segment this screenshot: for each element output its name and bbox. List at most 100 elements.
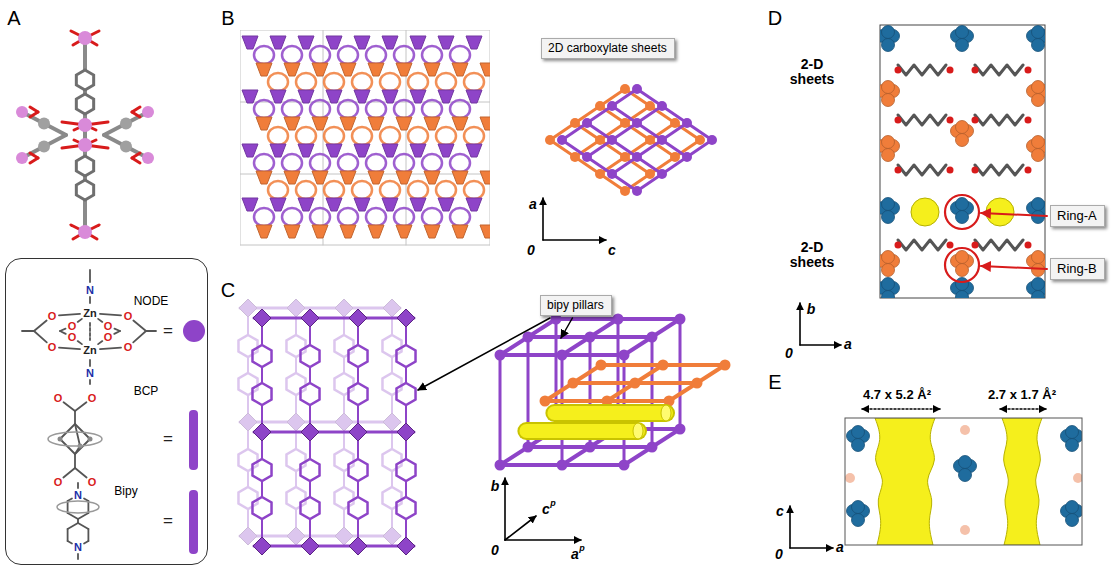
node-polyhedron	[340, 63, 356, 76]
pillar	[343, 357, 345, 373]
channel-cylinder	[526, 424, 638, 438]
zn-sphere	[78, 225, 92, 239]
pillar	[247, 316, 249, 334]
bond	[78, 341, 82, 344]
node-polyhedron	[397, 309, 415, 327]
grid-line	[625, 140, 700, 191]
grid-node	[582, 118, 592, 128]
linker-ring	[310, 46, 330, 64]
linker-ring	[394, 208, 414, 226]
channel-end	[661, 405, 671, 421]
oxygen-atom	[947, 242, 954, 249]
node-polyhedron	[270, 90, 286, 103]
bipy-ring	[286, 373, 305, 395]
ring-atom	[882, 198, 895, 211]
node-polyhedron	[340, 171, 356, 184]
node-polyhedron	[298, 36, 314, 49]
guest-sphere	[911, 198, 939, 226]
panel-letter: C	[221, 279, 235, 301]
node-polyhedron	[256, 171, 272, 184]
linker-ring	[464, 181, 484, 199]
node-polyhedron	[466, 90, 482, 103]
linker-ring	[352, 127, 372, 145]
linker-ring	[450, 154, 470, 172]
bipy-ring	[382, 335, 401, 357]
linker-ring	[268, 73, 288, 91]
bipy-ring	[252, 383, 271, 405]
equals-sign: =	[163, 430, 173, 449]
ring-atom	[956, 251, 969, 264]
bond	[100, 314, 121, 316]
bcp-arm	[104, 112, 148, 135]
legend-label: Bipy	[114, 484, 137, 498]
oxygen-stick	[30, 158, 38, 163]
linker-ring	[296, 181, 316, 199]
ring-atom	[1032, 149, 1045, 162]
node-polyhedron	[396, 171, 412, 184]
bipy-ring	[382, 487, 401, 509]
topology-node	[630, 378, 641, 389]
node-polyhedron	[301, 309, 319, 327]
pore-dimension: 4.7 x 5.2 Å²	[863, 388, 931, 402]
topology-node	[523, 332, 534, 343]
node-polyhedron	[326, 198, 342, 211]
node-polyhedron	[253, 423, 271, 441]
bcp-chain	[975, 115, 1023, 125]
grid-node	[595, 101, 605, 111]
node-polyhedron	[424, 63, 440, 76]
bcp-link	[254, 545, 414, 548]
node-polyhedron	[326, 36, 342, 49]
ring-atom	[852, 514, 865, 527]
region-label: 2-D sheets	[783, 240, 841, 271]
linker-ring	[296, 127, 316, 145]
bipy-ring	[300, 383, 319, 405]
pillar	[309, 481, 311, 497]
linker-ring	[324, 127, 344, 145]
node-polyhedron	[438, 90, 454, 103]
oxygen-atom	[1025, 117, 1032, 124]
pillar	[405, 405, 407, 424]
oxygen-atom	[1025, 67, 1032, 74]
callout-text: bipy pillars	[547, 298, 605, 312]
node-polyhedron	[368, 63, 384, 76]
pillar	[247, 471, 249, 487]
linker-ring	[408, 127, 428, 145]
atom-label: N	[86, 367, 94, 379]
pore-dimension: 2.7 x 1.7 Å²	[988, 388, 1056, 402]
pillar	[357, 405, 359, 424]
linker-ring	[310, 208, 330, 226]
grid-node	[620, 186, 630, 196]
ring-atom	[1032, 291, 1045, 299]
bipy-ring	[396, 345, 415, 367]
axis-label: c	[542, 502, 550, 517]
pillar-atom	[960, 425, 970, 435]
node-polyhedron	[368, 225, 384, 238]
atom-label: O	[124, 341, 133, 353]
panel-letter: D	[768, 7, 782, 29]
bcp-chain	[975, 240, 1023, 250]
grid-node	[670, 118, 680, 128]
linker-ring	[254, 208, 274, 226]
bipy-ring	[252, 345, 271, 367]
bcp-chain	[975, 65, 1023, 75]
node-polyhedron	[256, 117, 272, 130]
ring-atom	[956, 134, 969, 147]
axis-arrow	[800, 344, 841, 346]
ring-atom	[956, 291, 969, 299]
node-polyhedron	[298, 198, 314, 211]
grid-node	[607, 101, 617, 111]
leader-arrow	[561, 318, 572, 338]
bond	[34, 320, 47, 331]
bond	[75, 424, 80, 446]
bcp-cage	[38, 118, 50, 130]
bond	[59, 348, 80, 350]
linker-ring	[268, 127, 288, 145]
topology-node	[720, 360, 731, 371]
atom-label: Zn	[83, 344, 96, 356]
node-polyhedron	[242, 36, 258, 49]
bond	[59, 314, 80, 316]
node-polyhedron	[298, 144, 314, 157]
node-polyhedron	[340, 225, 356, 238]
linker-ring	[394, 46, 414, 64]
callout-box: 2D carboxylate sheets	[541, 38, 675, 59]
